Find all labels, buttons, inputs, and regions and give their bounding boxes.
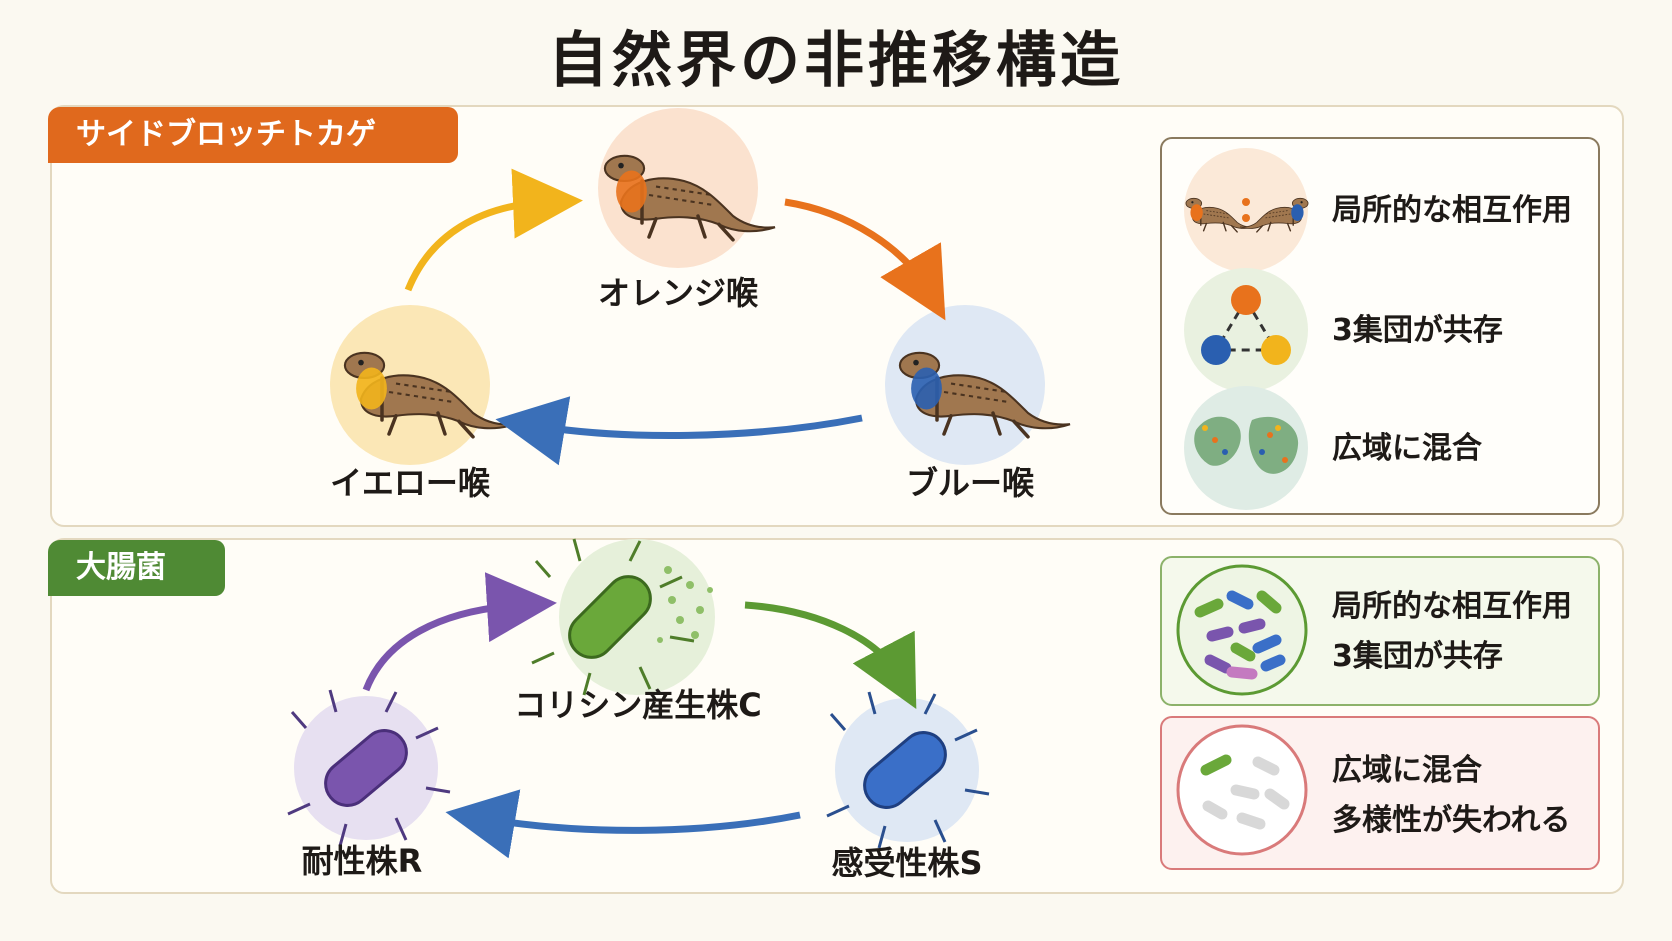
lizard-legend-local: 局所的な相互作用 — [1332, 193, 1572, 228]
sensitive-strain-label: 感受性株S — [831, 844, 983, 882]
yellow-lizard-icon — [343, 351, 517, 439]
orange-lizard-icon — [603, 154, 777, 242]
ecoli-legend-diversity-loss: 多様性が失われる — [1332, 803, 1571, 838]
blue-lizard-icon — [898, 351, 1072, 439]
page-title: 自然界の非推移構造 — [548, 26, 1124, 96]
yellow-to-orange-arrow — [404, 168, 583, 292]
blue-to-yellow-arrow — [495, 396, 863, 466]
sensitive-bacterium-icon — [825, 690, 991, 850]
colicin-to-sensitive-arrow — [744, 601, 917, 709]
yellow-throat-label: イエロー喉 — [330, 464, 490, 502]
ecoli-legend-coexist: 3集団が共存 — [1332, 639, 1503, 674]
local-interaction-icon — [1184, 148, 1308, 272]
sensitive-to-resistant-arrow — [445, 789, 801, 859]
orange-to-blue-arrow — [784, 198, 946, 321]
ecoli-legend-local: 局所的な相互作用 — [1332, 589, 1572, 624]
resistant-strain-label: 耐性株R — [301, 842, 423, 880]
ecoli-legend-mixing: 広域に混合 — [1332, 753, 1482, 788]
resistant-bacterium-icon — [286, 688, 452, 848]
ecoli-tag: 大腸菌 — [48, 540, 225, 596]
lizard-legend-mixing: 広域に混合 — [1332, 431, 1482, 466]
lizard-tag: サイドブロッチトカゲ — [48, 107, 458, 163]
lizard-legend-coexist: 3集団が共存 — [1332, 313, 1503, 348]
colicin-bacterium-icon — [530, 537, 696, 697]
blue-throat-label: ブルー喉 — [905, 464, 1035, 502]
resistant-to-colicin-arrow — [362, 572, 557, 692]
colicin-particles — [657, 566, 713, 643]
colicin-strain-label: コリシン産生株C — [514, 686, 762, 724]
global-mixing-icon — [1184, 386, 1308, 510]
orange-throat-label: オレンジ喉 — [597, 274, 759, 312]
